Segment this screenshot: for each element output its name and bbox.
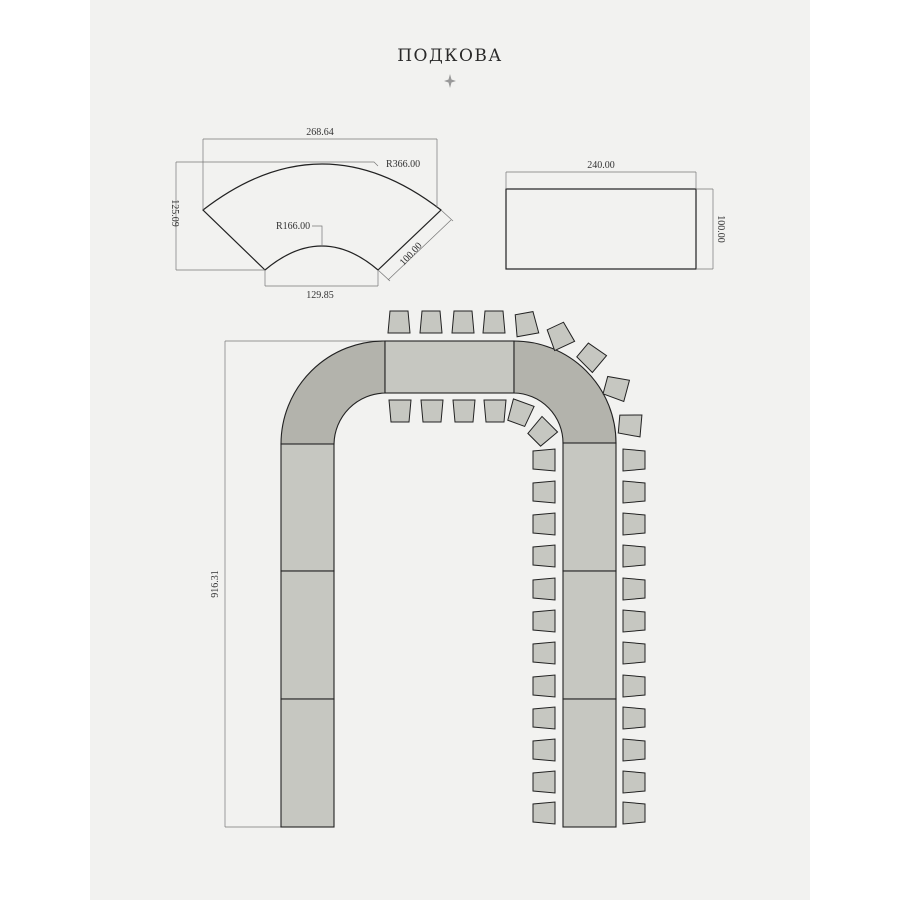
layout-dimension: [224, 340, 385, 828]
curved-module-detail: [175, 138, 454, 287]
straight-table-right: [562, 570, 617, 700]
chair-leg-inner: [532, 641, 556, 665]
chair-leg-inner: [532, 770, 556, 794]
curved-table-left: [280, 340, 386, 445]
chair-leg-outer: [622, 641, 646, 665]
chair-leg-inner: [532, 448, 556, 472]
chair-leg-inner: [532, 577, 556, 601]
chair-corner-outer: [546, 321, 576, 352]
chair-leg-inner: [532, 674, 556, 698]
chair-leg-inner: [532, 480, 556, 504]
chair-leg-inner: [532, 706, 556, 730]
chair-leg-inner: [532, 738, 556, 762]
dim-label-height: 125.09: [169, 199, 180, 227]
straight-module-shape: [505, 188, 697, 270]
leader-outer-radius: [322, 161, 379, 167]
four-point-star-icon: [444, 74, 456, 88]
straight-table-top: [384, 340, 515, 394]
chair-leg-outer: [622, 609, 646, 633]
chair-leg-inner: [532, 801, 556, 825]
dim-label-total-length: 916.31: [210, 570, 221, 598]
dim-line-depth: [387, 219, 452, 281]
chair-leg-outer: [622, 577, 646, 601]
straight-table-right: [562, 442, 617, 572]
chair-leg-outer: [622, 674, 646, 698]
straight-table-left: [280, 570, 335, 700]
dim-label-inner-chord: 129.85: [306, 290, 334, 301]
straight-table-left: [280, 443, 335, 572]
chair-leg-outer: [622, 706, 646, 730]
chair-leg-inner: [532, 512, 556, 536]
drawing-sheet: [90, 0, 810, 900]
chair-top-outer: [482, 310, 506, 334]
chair-top-outer: [451, 310, 475, 334]
chair-leg-outer: [622, 738, 646, 762]
straight-table-left: [280, 698, 335, 828]
chair-corner-outer: [617, 414, 643, 438]
chair-leg-outer: [622, 544, 646, 568]
dim-label-chord: 268.64: [306, 127, 334, 138]
chair-top-inner: [452, 399, 476, 423]
straight-table-right: [562, 698, 617, 828]
dim-label-depth: 100.00: [398, 240, 425, 268]
chair-leg-outer: [622, 770, 646, 794]
straight-module-detail: [505, 171, 714, 270]
chair-leg-inner: [532, 609, 556, 633]
dim-extension-depth-bottom: [377, 269, 391, 282]
chairs: [387, 310, 646, 825]
chair-top-outer: [514, 311, 540, 338]
chair-leg-outer: [622, 512, 646, 536]
chair-corner-outer: [602, 375, 631, 403]
curved-module-shape: [202, 163, 442, 271]
leader-inner-radius: [312, 225, 323, 246]
dim-label-outer-radius: R366.00: [386, 159, 420, 170]
dim-extension-depth-top: [440, 209, 454, 222]
chair-top-inner: [507, 398, 535, 428]
chair-leg-outer: [622, 480, 646, 504]
curved-table-right: [513, 340, 617, 444]
chair-corner-inner: [527, 415, 559, 447]
chair-top-inner: [420, 399, 444, 423]
chair-top-inner: [483, 399, 507, 423]
chair-top-outer: [387, 310, 411, 334]
dim-label-inner-radius: R166.00: [276, 221, 310, 232]
page-title: ПОДКОВА: [397, 46, 503, 66]
dim-label-width: 240.00: [587, 160, 615, 171]
table-arrangement: [280, 340, 617, 828]
chair-leg-inner: [532, 544, 556, 568]
chair-leg-outer: [622, 801, 646, 825]
chair-leg-outer: [622, 448, 646, 472]
chair-top-outer: [419, 310, 443, 334]
chair-top-inner: [388, 399, 412, 423]
chair-corner-outer: [576, 342, 608, 374]
dim-label-depth: 100.00: [715, 215, 726, 243]
